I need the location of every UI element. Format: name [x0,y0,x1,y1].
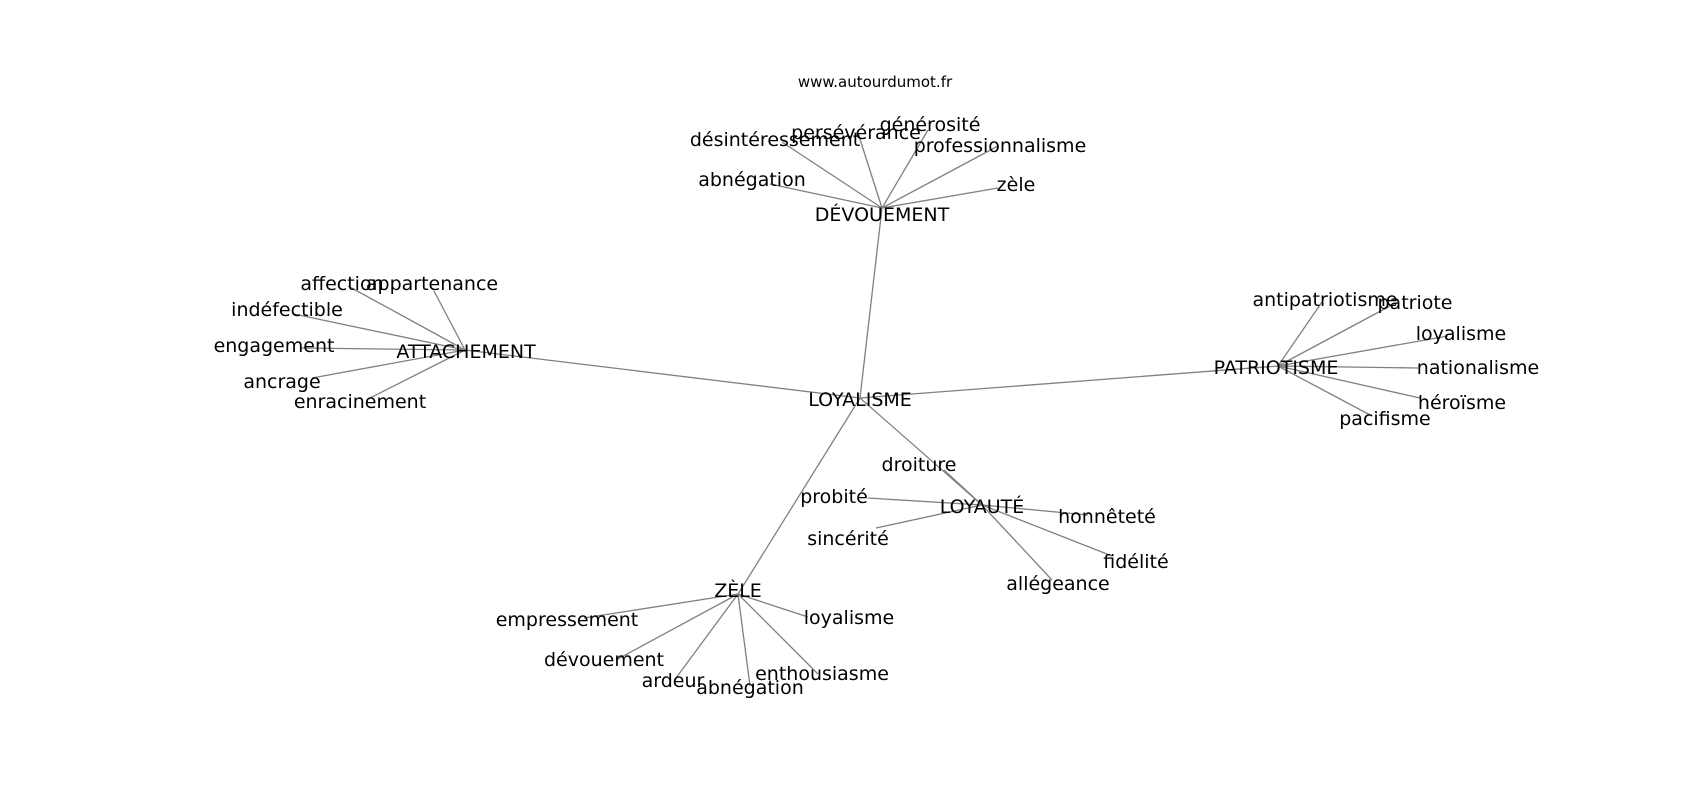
edge-patriotisme-pacifisme [1277,365,1373,417]
leaf-node-attachement-affection: affection [300,273,383,295]
edge-patriotisme-loyalisme [1277,335,1449,367]
edge-patriotisme-heroisme [1277,365,1421,399]
leaf-node-zele-empressement: empressement [496,609,639,631]
edge-loyaute-sincerite [875,504,983,529]
leaf-node-patriotisme-pacifisme: pacifisme [1339,408,1431,430]
leaf-node-zele-devouement: dévouement [544,649,664,671]
edge-loyaute-fidelite [981,504,1113,557]
graph-nodes: LOYALISME DÉVOUEMENT désintéressementpersé… [214,114,1540,699]
edge-attachement-ancrage [311,349,466,379]
edge-patriotisme-antipatriotisme [1277,301,1323,367]
edge-attachement-indefectible [293,313,466,351]
leaf-node-patriotisme-nationalisme: nationalisme [1417,357,1539,379]
edge-zele-empressement [583,593,739,619]
graph-edges [293,129,1449,687]
leaf-node-zele-abnegation: abnégation [696,677,804,699]
edge-attachement-enracinement [369,349,466,399]
edge-devouement-zele [881,187,999,209]
leaf-node-devouement-desinteressement: désintéressement [690,129,860,151]
edge-loyaute-droiture [943,469,983,506]
hub-node-attachement: ATTACHEMENT [396,341,536,363]
leaf-node-devouement-generosite: générosité [880,114,981,136]
edge-zele-abnegation [737,593,751,687]
edge-devouement-generosite [881,129,929,209]
hub-node-patriotisme: PATRIOTISME [1214,357,1339,379]
edge-center-devouement [859,207,883,399]
edge-zele-devouement [615,593,739,661]
leaf-node-loyaute-allegeance: allégeance [1006,573,1109,595]
edge-devouement-abnegation [769,183,883,209]
leaf-node-patriotisme-loyalisme: loyalisme [1416,323,1506,345]
edge-attachement-appartenance [433,290,466,351]
leaf-node-loyaute-probite: probité [800,486,868,508]
leaf-node-attachement-indefectible: indéfectible [231,299,343,321]
leaf-node-devouement-perseverance: persévérance [791,122,921,144]
leaf-node-devouement-professionnalisme: professionnalisme [914,135,1087,157]
leaf-node-zele-loyalisme: loyalisme [804,607,894,629]
leaf-node-zele-enthousiasme: enthousiasme [755,663,889,685]
leaf-node-zele-ardeur: ardeur [642,670,705,692]
edge-devouement-perseverance [857,132,883,209]
edge-zele-loyalisme [737,593,809,618]
leaf-node-loyaute-honnetete: honnêteté [1058,506,1156,528]
edge-center-zele [737,397,861,595]
watermark-text: www.autourdumot.fr [798,73,953,91]
leaf-node-attachement-enracinement: enracinement [294,391,426,413]
leaf-node-patriotisme-antipatriotisme: antipatriotisme [1252,289,1397,311]
leaf-node-patriotisme-heroisme: héroïsme [1418,392,1506,414]
leaf-node-attachement-engagement: engagement [214,335,335,357]
edge-patriotisme-nationalisme [1277,365,1419,369]
edge-zele-ardeur [675,593,739,679]
edge-loyaute-allegeance [981,504,1053,581]
leaf-node-loyaute-fidelite: fidélité [1103,551,1168,573]
center-node-label: LOYALISME [808,389,912,411]
edge-center-loyaute [859,397,983,506]
edge-zele-enthousiasme [737,593,819,675]
leaf-node-loyaute-sincerite: sincérité [807,528,889,550]
edge-center-patriotisme [859,365,1279,399]
edge-attachement-engagement [299,347,466,351]
edge-center-attachement [464,349,861,399]
hub-node-loyaute: LOYAUTÉ [940,495,1024,518]
edge-loyaute-honnetete [981,504,1089,516]
hub-node-devouement: DÉVOUEMENT [815,203,950,226]
hub-node-zele: ZÈLE [714,579,762,602]
edge-attachement-affection [347,285,466,351]
leaf-node-attachement-ancrage: ancrage [243,371,320,393]
edge-patriotisme-patriote [1277,305,1391,367]
edge-devouement-desinteressement [781,141,883,209]
edge-devouement-professionnalisme [881,145,999,209]
leaf-node-devouement-zele: zèle [997,174,1036,196]
leaf-node-loyaute-droiture: droiture [882,454,957,476]
leaf-node-devouement-abnegation: abnégation [698,169,806,191]
leaf-node-attachement-appartenance: appartenance [366,273,498,295]
leaf-node-patriotisme-patriote: patriote [1377,292,1452,314]
edge-loyaute-probite [867,497,983,506]
